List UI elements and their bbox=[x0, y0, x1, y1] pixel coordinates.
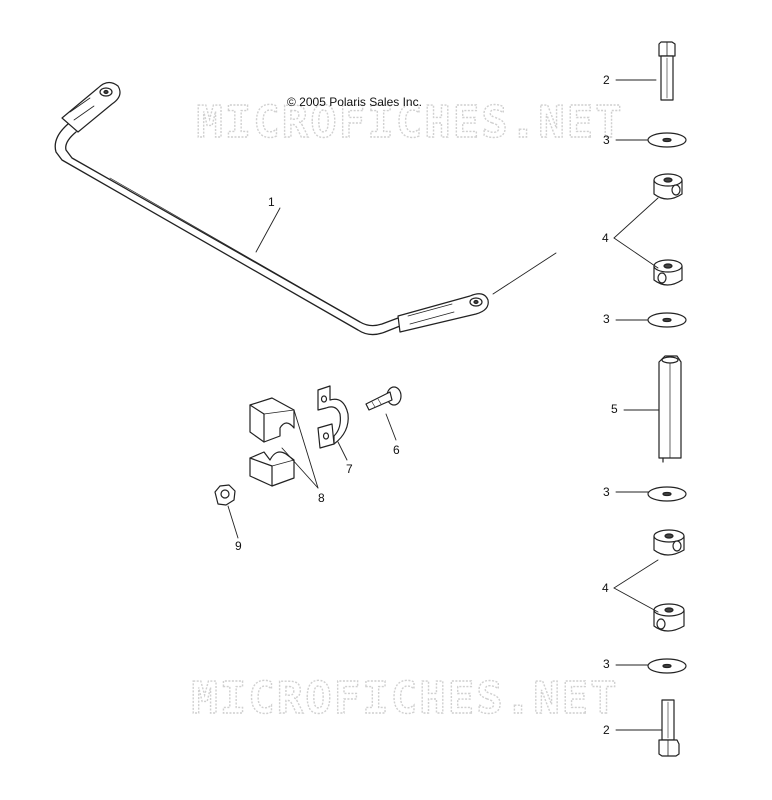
callout-3-c: 3 bbox=[603, 485, 610, 499]
washer-1 bbox=[647, 132, 687, 148]
stabilizer-bar bbox=[54, 81, 557, 336]
leader-lines bbox=[227, 79, 663, 731]
callout-7: 7 bbox=[346, 462, 353, 476]
callout-5: 5 bbox=[611, 402, 618, 416]
clamp-bracket bbox=[317, 385, 349, 449]
callout-4-lower: 4 bbox=[602, 581, 609, 595]
callout-9: 9 bbox=[235, 539, 242, 553]
washer-3 bbox=[647, 486, 687, 502]
callout-3-d: 3 bbox=[603, 657, 610, 671]
bushing-lower-b bbox=[653, 603, 685, 632]
callout-4-upper: 4 bbox=[602, 231, 609, 245]
watermark-bottom: MICROFICHES.NET bbox=[191, 673, 618, 724]
washer-2 bbox=[647, 312, 687, 328]
callout-2-bottom: 2 bbox=[603, 723, 610, 737]
watermark-top: MICROFICHES.NET bbox=[196, 97, 623, 148]
spacer-tube bbox=[658, 355, 682, 463]
copyright-notice: © 2005 Polaris Sales Inc. bbox=[287, 95, 422, 109]
callout-2-top: 2 bbox=[603, 73, 610, 87]
bushing-upper-b bbox=[653, 259, 683, 286]
bolt-top bbox=[658, 41, 676, 101]
lock-nut bbox=[214, 484, 236, 506]
callout-3-a: 3 bbox=[603, 133, 610, 147]
clamp-bushing-upper bbox=[249, 397, 295, 443]
callout-3-b: 3 bbox=[603, 312, 610, 326]
bolt-bottom bbox=[658, 699, 680, 757]
bushing-upper-a bbox=[653, 173, 683, 200]
flange-bolt bbox=[365, 386, 402, 411]
bushing-lower-a bbox=[653, 529, 685, 556]
washer-4 bbox=[647, 658, 687, 674]
callout-1: 1 bbox=[268, 195, 275, 209]
callout-8: 8 bbox=[318, 491, 325, 505]
callout-6: 6 bbox=[393, 443, 400, 457]
clamp-bushing-lower bbox=[249, 451, 295, 487]
